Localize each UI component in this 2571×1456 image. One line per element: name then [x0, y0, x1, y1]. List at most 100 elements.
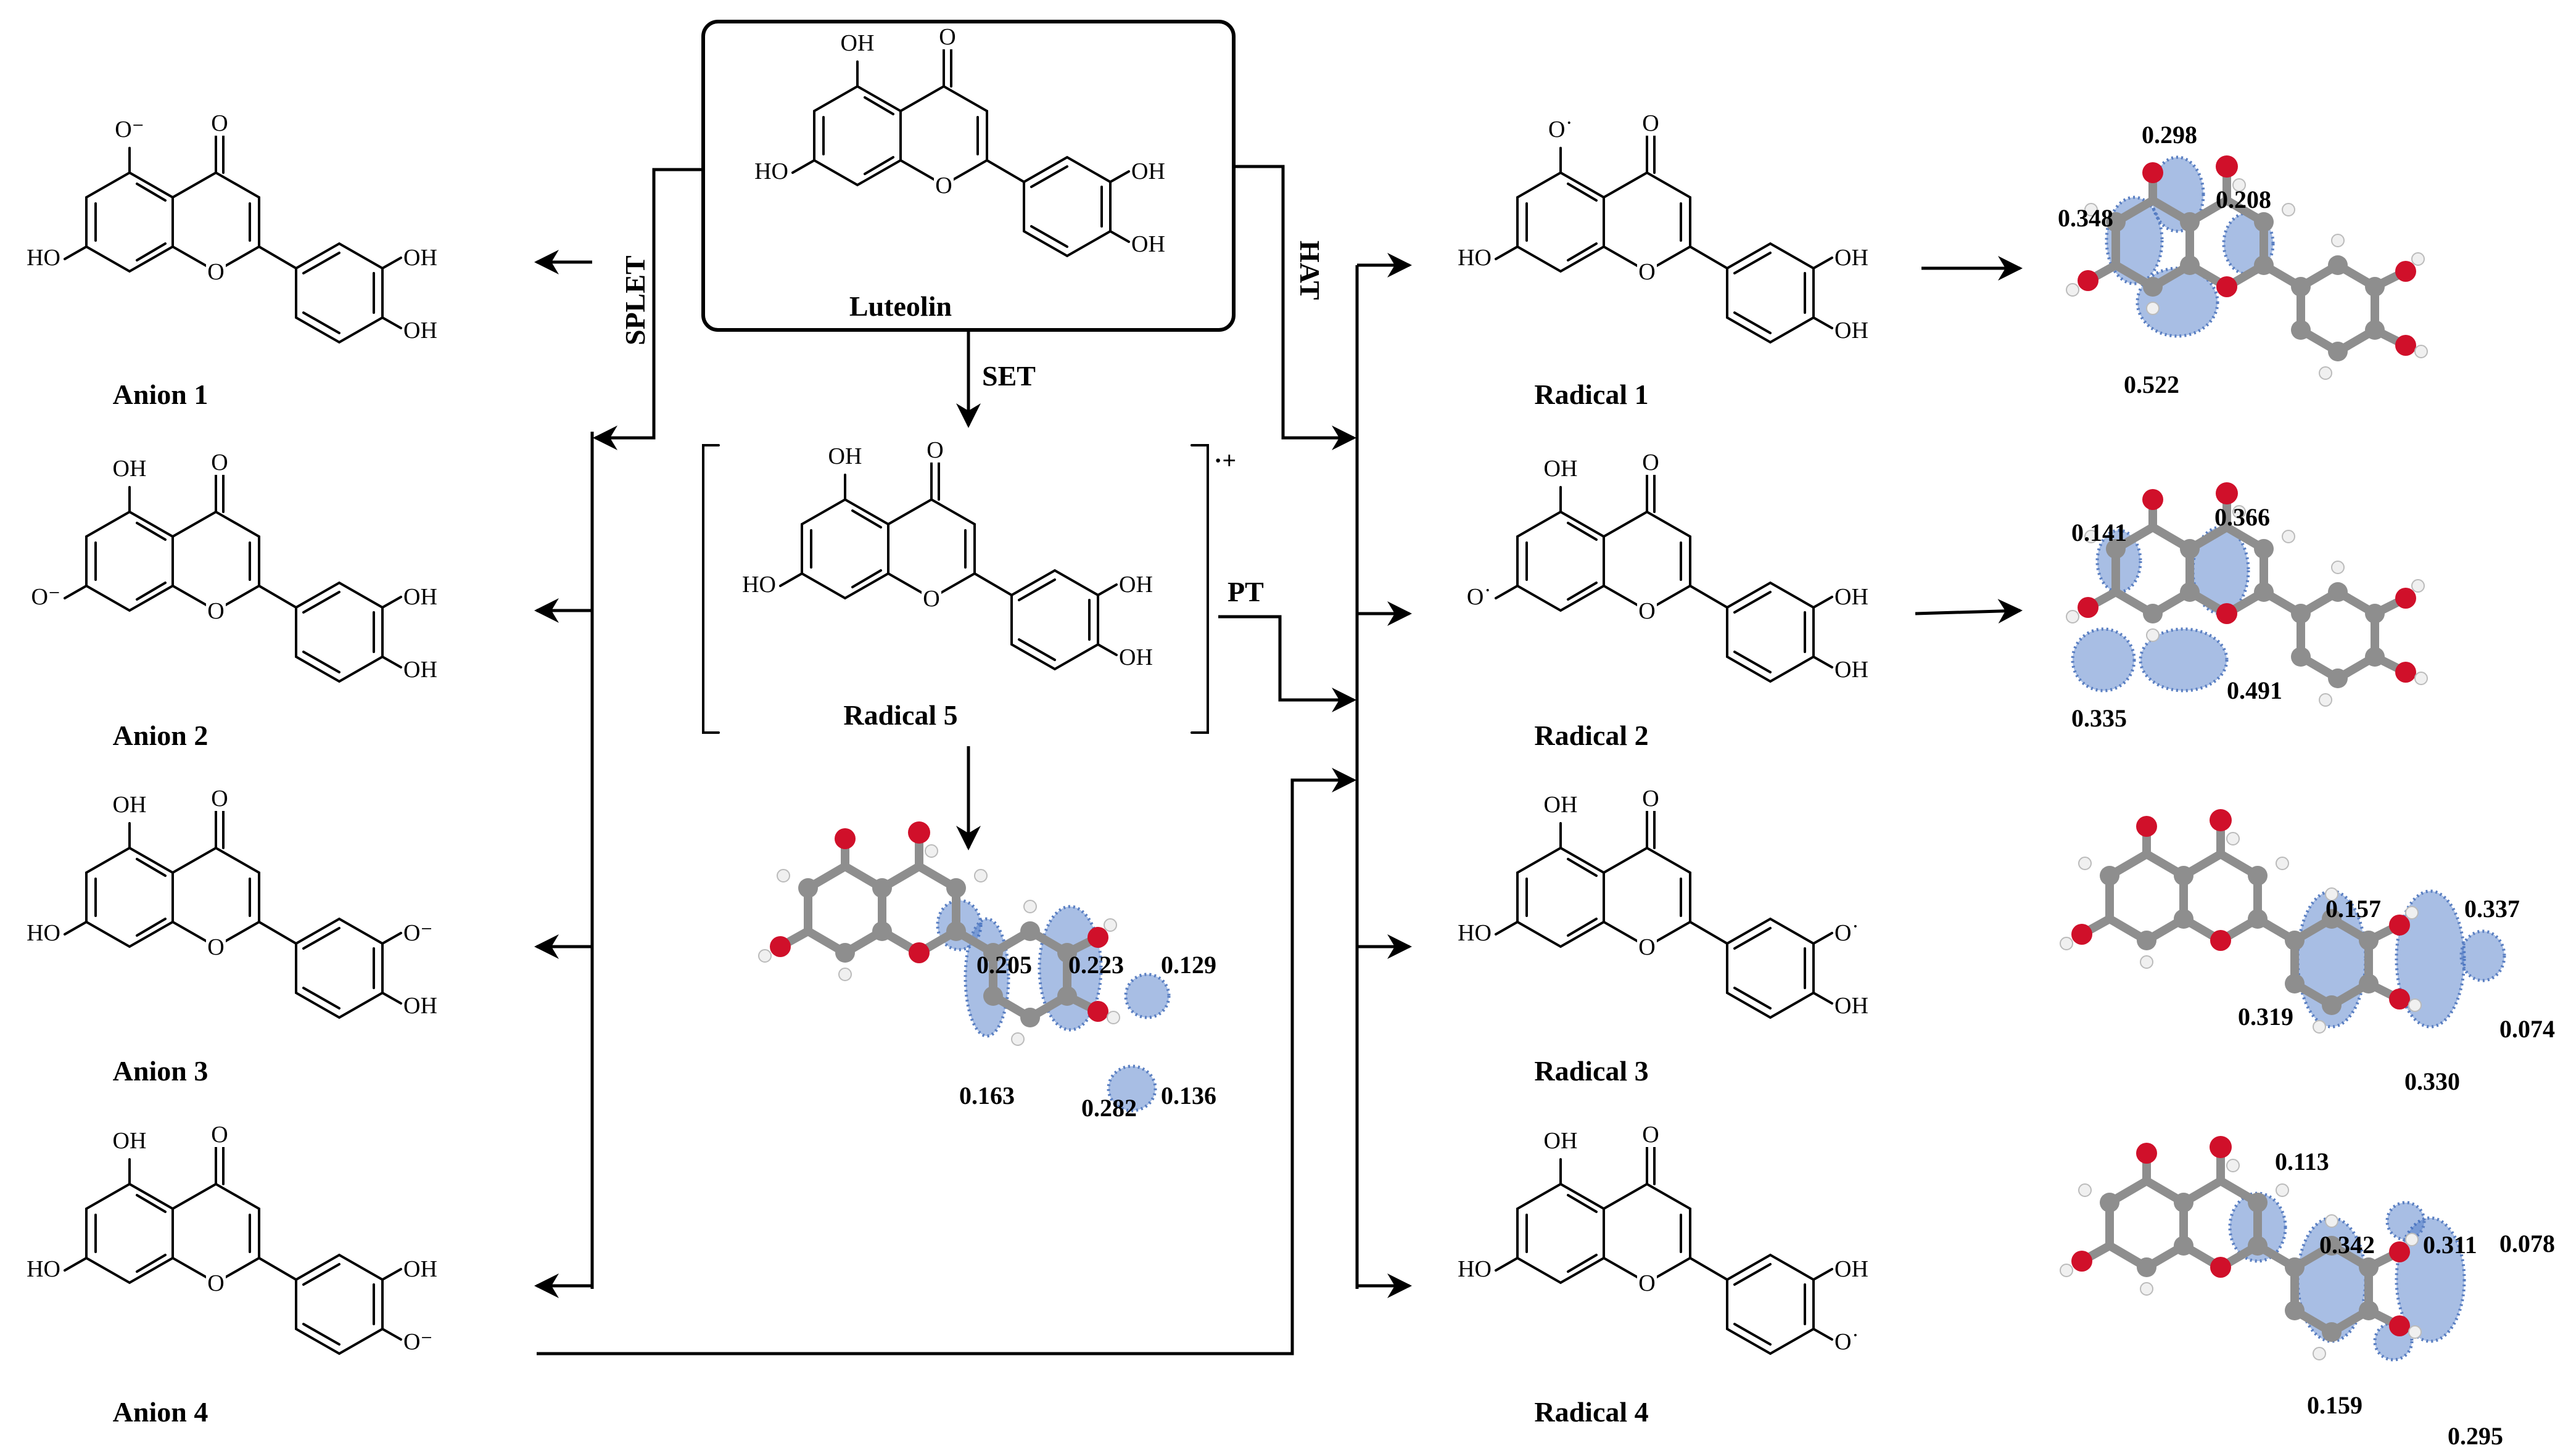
svg-text:OH: OH: [403, 584, 437, 610]
splet-label: SPLET: [619, 255, 651, 345]
r5-spin-1: 0.223: [1068, 951, 1124, 979]
r3-spin-3: 0.074: [2499, 1015, 2555, 1043]
r3-spin-0: 0.157: [2325, 895, 2381, 923]
svg-text:OH: OH: [828, 443, 862, 469]
r4-spin-5: 0.295: [2448, 1422, 2503, 1450]
anion-1-label: Anion 1: [113, 379, 208, 410]
svg-text:HO: HO: [742, 572, 776, 598]
svg-text:O˙: O˙: [1467, 584, 1492, 610]
svg-text:OH: OH: [113, 792, 147, 818]
radical-2-structure: OH O˙ OH OH: [1467, 448, 1868, 683]
radical-3-spin-density: [2060, 809, 2506, 1033]
radical-3-label: Radical 3: [1534, 1055, 1648, 1087]
r1-spin-1: 0.348: [2058, 204, 2113, 232]
radical-1-label: Radical 1: [1534, 379, 1648, 410]
svg-text:HO: HO: [754, 158, 788, 184]
svg-text:OH: OH: [1131, 158, 1165, 184]
svg-text:OH: OH: [1119, 572, 1153, 598]
radical-5-label: Radical 5: [843, 699, 957, 731]
svg-text:O˙: O˙: [1834, 920, 1859, 946]
svg-text:O⁻: O⁻: [115, 117, 144, 142]
r4-spin-0: 0.113: [2275, 1148, 2329, 1175]
svg-text:OH: OH: [403, 245, 437, 271]
hat-arrows: [1234, 165, 1412, 1298]
svg-text:OH: OH: [1834, 245, 1868, 271]
spin-density-arrows: [1915, 256, 2023, 624]
anion-2-label: Anion 2: [113, 720, 208, 751]
anion-2-structure: OH O⁻ OH OH: [31, 448, 437, 683]
svg-text:HO: HO: [27, 920, 60, 946]
radical-2-spin-density: [2066, 482, 2427, 706]
r1-spin-0: 0.298: [2142, 121, 2197, 149]
charge-mark: ·+: [1214, 446, 1236, 474]
svg-text:OH: OH: [403, 318, 437, 343]
splet-arrows: [534, 168, 703, 1298]
r5-spin-4: 0.282: [1081, 1094, 1137, 1122]
radical-1-spin-density: [2066, 155, 2427, 379]
svg-text:OH: OH: [1544, 456, 1578, 482]
svg-text:O˙: O˙: [1548, 117, 1573, 142]
anion-4-label: Anion 4: [113, 1396, 208, 1428]
anion-3-structure: OH HO O⁻ OH: [27, 784, 437, 1019]
svg-text:OH: OH: [1834, 657, 1868, 683]
svg-text:OH: OH: [113, 456, 147, 482]
svg-text:OH: OH: [403, 993, 437, 1019]
r2-spin-3: 0.491: [2227, 677, 2282, 704]
r5-spin-5: 0.136: [1161, 1082, 1216, 1109]
svg-text:OH: OH: [1834, 318, 1868, 343]
luteolin-structure: OH HO OH OH Luteolin: [701, 20, 1236, 332]
radical-3-structure: OH HO O˙ OH: [1458, 784, 1868, 1019]
pt-label: PT: [1228, 576, 1264, 607]
svg-text:OH: OH: [1834, 584, 1868, 610]
r4-spin-3: 0.078: [2499, 1230, 2555, 1257]
r4-spin-1: 0.342: [2319, 1231, 2375, 1259]
r2-spin-1: 0.366: [2214, 503, 2270, 531]
radical-5-spin-density: [759, 821, 1171, 1113]
svg-text:OH: OH: [1544, 1128, 1578, 1154]
svg-text:OH: OH: [1131, 231, 1165, 257]
r3-spin-1: 0.337: [2464, 895, 2520, 923]
svg-text:OH: OH: [841, 30, 875, 56]
svg-text:HO: HO: [1458, 245, 1492, 271]
svg-text:HO: HO: [1458, 920, 1492, 946]
hat-label: HAT: [1294, 241, 1326, 300]
radical-5-structure: ·+ OH HO OH OH Radical 5: [702, 436, 1236, 734]
r5-spin-0: 0.205: [976, 951, 1032, 979]
radical-2-label: Radical 2: [1534, 720, 1648, 751]
r2-spin-2: 0.335: [2071, 704, 2127, 732]
anion-3-label: Anion 3: [113, 1055, 208, 1087]
set-label: SET: [982, 360, 1036, 392]
svg-text:HO: HO: [1458, 1256, 1492, 1282]
radical-4-spin-density: [2060, 1136, 2466, 1360]
svg-text:O⁻: O⁻: [31, 584, 61, 610]
radical-4-label: Radical 4: [1534, 1396, 1648, 1428]
anion-1-structure: O⁻ HO OH OH: [27, 109, 437, 343]
anion-4-structure: OH HO OH O⁻: [27, 1121, 437, 1355]
svg-text:OH: OH: [403, 657, 437, 683]
svg-text:OH: OH: [113, 1128, 147, 1154]
r2-spin-0: 0.141: [2071, 519, 2127, 546]
r3-spin-2: 0.319: [2238, 1003, 2293, 1030]
r1-spin-3: 0.522: [2124, 371, 2179, 398]
svg-text:HO: HO: [27, 1256, 60, 1282]
radical-1-structure: O˙ HO OH OH: [1458, 109, 1868, 343]
luteolin-label: Luteolin: [849, 290, 952, 322]
svg-text:OH: OH: [403, 1256, 437, 1282]
r4-spin-2: 0.311: [2423, 1231, 2477, 1259]
r3-spin-4: 0.330: [2404, 1067, 2460, 1095]
svg-text:OH: OH: [1544, 792, 1578, 818]
svg-text:O˙: O˙: [1834, 1329, 1859, 1355]
r5-spin-3: 0.163: [959, 1082, 1015, 1109]
svg-text:OH: OH: [1119, 644, 1153, 670]
r1-spin-2: 0.208: [2216, 186, 2271, 213]
svg-text:OH: OH: [1834, 1256, 1868, 1282]
svg-text:O⁻: O⁻: [403, 1329, 433, 1355]
svg-text:OH: OH: [1834, 993, 1868, 1019]
svg-text:HO: HO: [27, 245, 60, 271]
pt-arrows: [537, 615, 1356, 1355]
svg-text:O⁻: O⁻: [403, 920, 433, 946]
radical-4-structure: OH HO OH O˙: [1458, 1121, 1868, 1355]
r4-spin-4: 0.159: [2307, 1391, 2363, 1419]
r5-spin-2: 0.129: [1161, 951, 1216, 979]
